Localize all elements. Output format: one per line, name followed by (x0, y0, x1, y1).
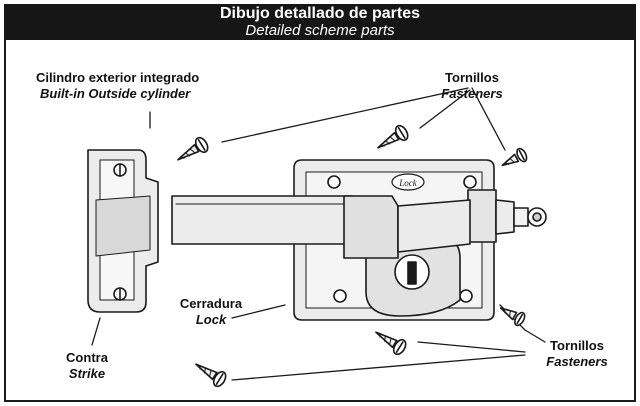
label-fasteners-bottom: Tornillos Fasteners (532, 338, 622, 370)
diagram-title: Dibujo detallado de partes (219, 5, 421, 22)
brand-mark: Lock (398, 178, 418, 188)
label-fasteners-top-es: Tornillos (445, 70, 499, 85)
label-cylinder-en: Built-in Outside cylinder (40, 86, 191, 101)
screw-top-left (177, 136, 209, 161)
label-strike: Contra Strike (52, 350, 122, 382)
header-banner: Dibujo detallado de partes Detailed sche… (4, 4, 636, 40)
label-fasteners-top: Tornillos Fasteners (432, 70, 512, 102)
diagram-subtitle: Detailed scheme parts (245, 22, 395, 39)
label-fasteners-top-en: Fasteners (441, 86, 503, 101)
screw-bottom-middle (375, 331, 407, 356)
screw-bottom-right (499, 307, 526, 327)
screw-top-right (501, 147, 528, 167)
label-fasteners-bottom-es: Tornillos (550, 338, 604, 353)
leader-lines (91, 87, 546, 381)
label-cylinder-es: Cilindro exterior integrado (36, 70, 200, 85)
bolt-bar (171, 195, 471, 259)
label-cylinder: Cilindro exterior integrado Built-in Out… (36, 70, 199, 102)
label-strike-en: Strike (68, 366, 106, 381)
screw-top-middle (377, 124, 409, 149)
label-lock: Cerradura Lock (176, 296, 246, 328)
label-lock-es: Cerradura (179, 296, 243, 311)
label-fasteners-bottom-en: Fasteners (546, 354, 608, 369)
screw-bottom-left (195, 363, 227, 388)
label-lock-en: Lock (195, 312, 227, 327)
label-strike-es: Contra (66, 350, 108, 365)
strike-plate (87, 149, 159, 313)
